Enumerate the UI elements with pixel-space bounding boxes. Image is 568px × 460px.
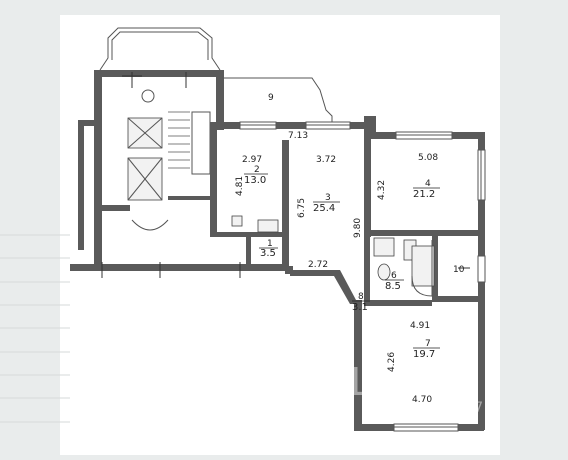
room-3-number: 3 [325, 193, 331, 203]
room-2-number: 2 [254, 165, 260, 175]
room-3-area: 25.4 [313, 203, 335, 214]
stair-block [70, 27, 285, 271]
room-1-area: 3.5 [260, 248, 276, 259]
room-8-area: 3.1 [352, 302, 368, 313]
room-9-number: 9 [268, 93, 274, 103]
dim-2-97: 2.97 [242, 155, 262, 165]
dim-4-26: 4.26 [387, 352, 397, 372]
dimension-ticks [101, 72, 470, 278]
dim-4-70: 4.70 [412, 395, 432, 405]
windows [239, 121, 486, 432]
room-6-area: 8.5 [385, 281, 401, 292]
background-table-lines [0, 234, 70, 423]
dim-5-08: 5.08 [418, 153, 438, 163]
room-2-area: 13.0 [244, 175, 266, 186]
watermark-id: ID 27 [446, 400, 483, 416]
dim-4-32: 4.32 [377, 180, 387, 200]
dim-3-72: 3.72 [316, 155, 336, 165]
room-1-number: 1 [267, 239, 273, 249]
room-7-number: 7 [425, 339, 431, 349]
bathroom-fixtures [231, 215, 435, 297]
watermark-brand: Циан [350, 360, 452, 404]
room-10-number: 10 [453, 265, 465, 275]
dim-2-72: 2.72 [308, 260, 328, 270]
room-7-area: 19.7 [413, 349, 435, 360]
room-6-number: 6 [391, 271, 397, 281]
room-4-number: 4 [425, 179, 431, 189]
dim-9-80: 9.80 [353, 218, 363, 238]
dim-6-75: 6.75 [297, 198, 307, 218]
room-8-number: 8 [358, 292, 364, 302]
dim-4-81: 4.81 [235, 176, 245, 196]
room-4-area: 21.2 [413, 189, 435, 200]
dim-4-91: 4.91 [410, 321, 430, 331]
dim-7-13: 7.13 [288, 131, 308, 141]
